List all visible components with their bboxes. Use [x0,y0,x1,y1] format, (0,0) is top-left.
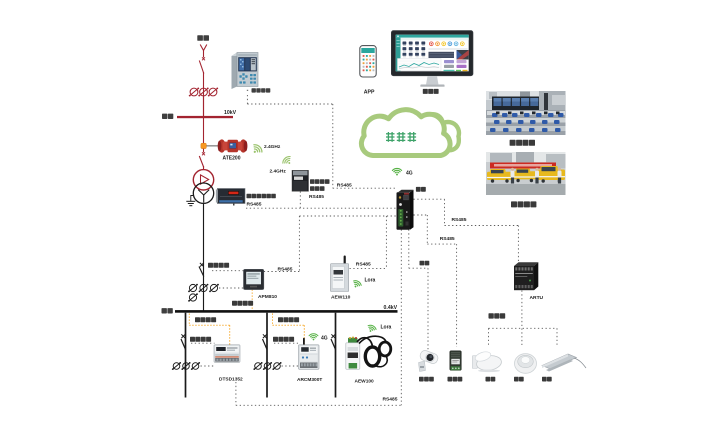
svg-text:RS485: RS485 [278,267,293,273]
svg-text:2.4GHz: 2.4GHz [270,169,287,175]
svg-text:Lora: Lora [381,325,392,331]
svg-text:DTSD1352: DTSD1352 [219,376,243,382]
svg-text:RS485: RS485 [452,217,467,223]
svg-text:ATE200: ATE200 [223,156,241,162]
svg-text:RS485: RS485 [440,236,455,242]
svg-text:AEW100: AEW100 [355,378,375,384]
svg-text:AEW110: AEW110 [331,294,351,300]
svg-text:RS485: RS485 [383,396,398,402]
svg-text:APM810: APM810 [258,294,277,300]
svg-text:RS485: RS485 [247,201,262,207]
svg-text:ARCM300T: ARCM300T [297,377,322,383]
svg-text:4G: 4G [406,171,413,177]
svg-text:APP: APP [364,90,375,96]
svg-text:4G: 4G [321,336,328,342]
svg-text:10kV: 10kV [224,110,237,116]
svg-text:RS485: RS485 [337,183,352,189]
svg-text:ARTU: ARTU [530,295,544,301]
svg-text:2.4GHz: 2.4GHz [264,144,281,150]
svg-text:RS485: RS485 [356,262,371,268]
svg-text:0.4kV: 0.4kV [384,305,398,311]
svg-text:RS485: RS485 [309,194,324,200]
svg-text:Lora: Lora [365,278,376,284]
